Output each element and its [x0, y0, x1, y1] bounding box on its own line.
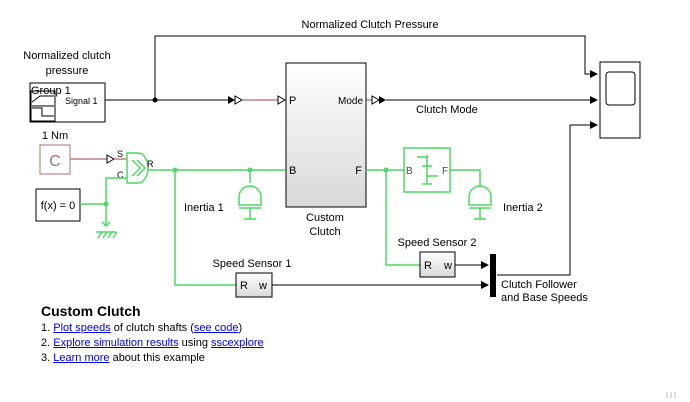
- clutch-label-2: Clutch: [309, 226, 340, 238]
- see-code-link[interactable]: see code: [193, 322, 239, 334]
- port-f: F: [355, 165, 362, 177]
- torque-source-block[interactable]: S C R: [117, 149, 154, 184]
- signal-builder-title-2: pressure: [46, 65, 89, 77]
- notes-item-3: 3. Learn more about this example: [41, 351, 264, 366]
- sensor2-port-r: R: [424, 260, 432, 272]
- sensor2-port-w: w: [443, 260, 452, 272]
- mux-label-1: Clutch Follower: [501, 279, 577, 291]
- physical-connections[interactable]: [80, 167, 481, 286]
- inertia-1-block[interactable]: [238, 185, 262, 220]
- solver-label: f(x) = 0: [41, 200, 76, 212]
- port-s: S: [117, 149, 123, 159]
- inertia-1-label: Inertia 1: [184, 202, 224, 214]
- rotational-sensor-block[interactable]: B F: [403, 147, 451, 193]
- port-b: B: [289, 165, 296, 177]
- annotation: Custom Clutch 1. Plot speeds of clutch s…: [41, 304, 264, 366]
- speed-sensor-2-block[interactable]: R w: [419, 251, 456, 278]
- notes-title: Custom Clutch: [41, 303, 141, 319]
- learn-more-link[interactable]: Learn more: [53, 352, 110, 364]
- sensor1-port-w: w: [258, 280, 267, 292]
- sensor-port-f: F: [442, 166, 448, 177]
- signal-lines[interactable]: [105, 35, 598, 289]
- sensor1-port-r: R: [240, 280, 248, 292]
- signal-builder-block[interactable]: Group 1 Signal 1: [29, 82, 106, 123]
- item-number: 3.: [41, 352, 51, 364]
- sscexplore-link[interactable]: sscexplore: [211, 337, 264, 349]
- inertia-2-label: Inertia 2: [503, 202, 543, 214]
- sensor-port-b: B: [406, 166, 413, 177]
- constant-glyph: C: [49, 153, 61, 170]
- top-signal-label: Normalized Clutch Pressure: [302, 19, 439, 31]
- constant-label: 1 Nm: [42, 130, 68, 142]
- solver-configuration-block[interactable]: f(x) = 0: [35, 188, 81, 222]
- constant-block[interactable]: C: [39, 144, 71, 175]
- speed-sensor-1-block[interactable]: R w: [235, 272, 273, 298]
- port-c: C: [117, 170, 124, 180]
- explore-results-link[interactable]: Explore simulation results: [53, 337, 179, 349]
- notes-item-1: 1. Plot speeds of clutch shafts (see cod…: [41, 321, 264, 336]
- item-text: of clutch shafts (: [110, 322, 194, 334]
- scope-block[interactable]: [599, 61, 641, 139]
- mux-block[interactable]: [490, 254, 496, 297]
- port-p: P: [289, 95, 296, 107]
- signal-builder-title: Normalized clutch: [23, 50, 110, 62]
- item-text: about this example: [109, 352, 205, 364]
- signal-label: Signal 1: [65, 96, 98, 106]
- group-label: Group 1: [31, 85, 71, 97]
- item-number: 1.: [41, 322, 51, 334]
- port-mode: Mode: [338, 96, 363, 107]
- port-r: R: [147, 159, 154, 169]
- item-number: 2.: [41, 337, 51, 349]
- clutch-label-1: Custom: [306, 212, 344, 224]
- item-text: ): [238, 322, 243, 334]
- clutch-mode-label: Clutch Mode: [416, 104, 478, 116]
- resize-grip-icon[interactable]: [666, 392, 676, 398]
- notes-item-2: 2. Explore simulation results using ssce…: [41, 336, 264, 351]
- mechanical-reference-icon: [96, 221, 118, 239]
- plot-speeds-link[interactable]: Plot speeds: [53, 322, 111, 334]
- speed-sensor-2-label: Speed Sensor 2: [398, 237, 477, 249]
- inertia-2-block[interactable]: [468, 185, 492, 220]
- speed-sensor-1-label: Speed Sensor 1: [213, 258, 292, 270]
- mux-label-2: and Base Speeds: [501, 292, 588, 304]
- item-text: using: [178, 337, 212, 349]
- custom-clutch-block[interactable]: P Mode B F: [285, 62, 367, 208]
